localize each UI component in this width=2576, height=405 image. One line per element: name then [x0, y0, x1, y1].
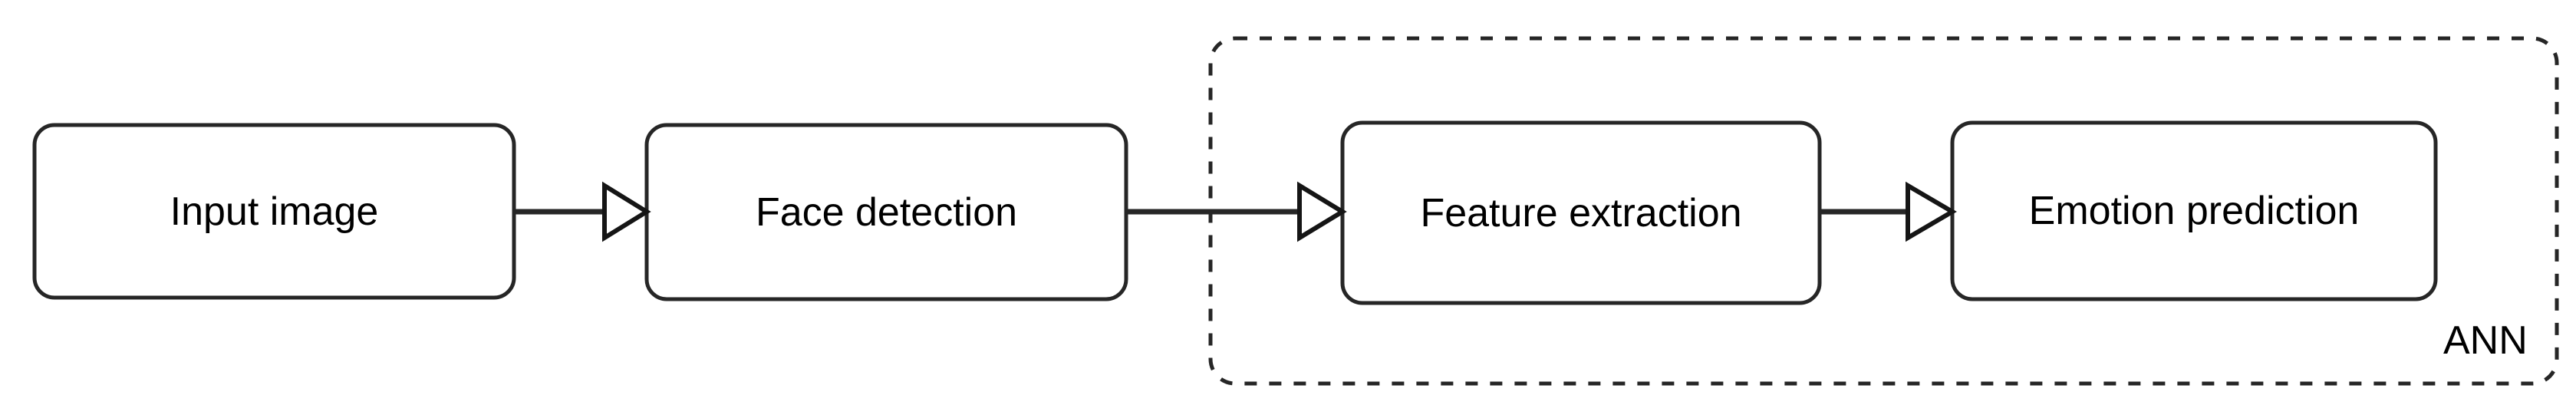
node-box-face-detection[interactable]: [644, 123, 1128, 301]
node-box-emotion-prediction[interactable]: [1950, 120, 2438, 301]
group-label-ann: ANN: [2443, 318, 2528, 363]
arrowhead-icon: [1297, 181, 1347, 242]
arrow-input-to-face: [514, 181, 651, 242]
arrowhead-icon: [1906, 181, 1957, 242]
node-box-input-image[interactable]: [32, 123, 516, 300]
node-box-feature-extraction[interactable]: [1340, 120, 1822, 305]
arrow-feature-to-emotion: [1820, 181, 1957, 242]
arrow-face-to-feature: [1126, 181, 1347, 242]
arrowhead-icon: [602, 181, 651, 242]
